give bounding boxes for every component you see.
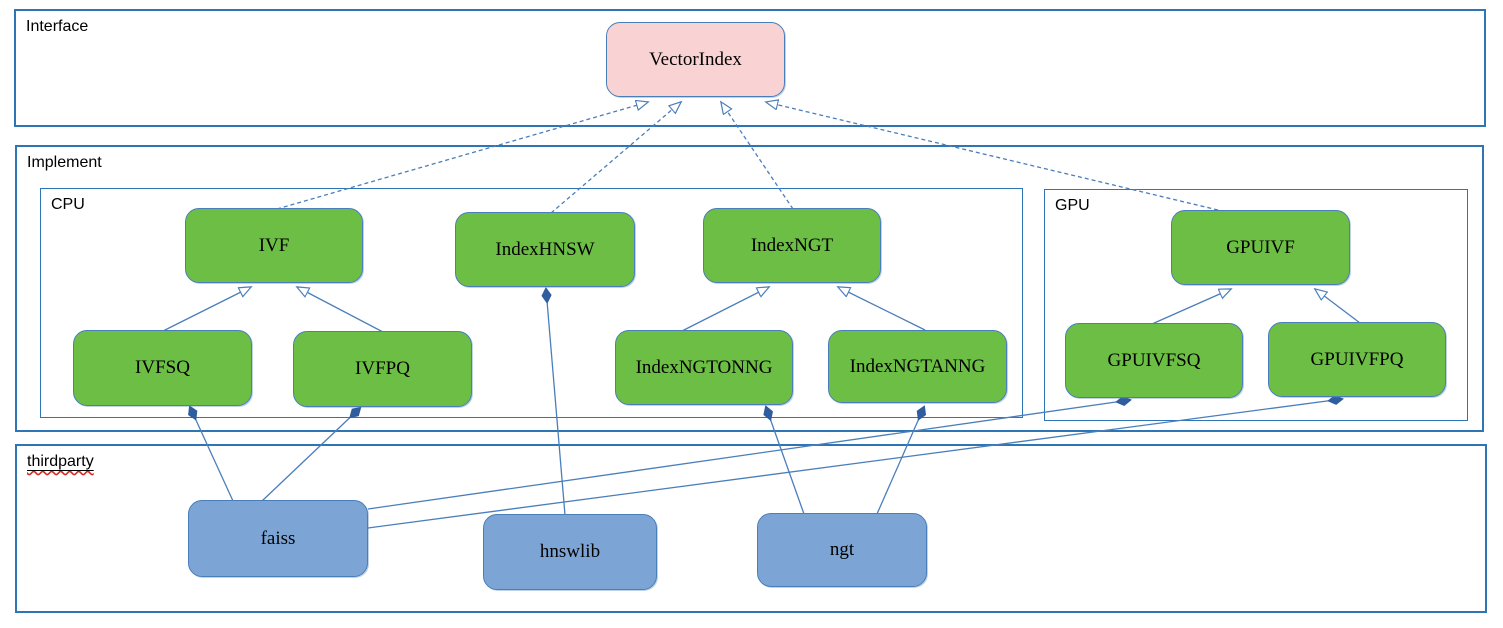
node-gpuivf: GPUIVF: [1171, 210, 1350, 285]
node-hnswlib: hnswlib: [483, 514, 657, 590]
node-faiss: faiss: [188, 500, 368, 577]
node-ivf-label: IVF: [258, 234, 290, 256]
node-indexngt-label: IndexNGT: [750, 234, 834, 256]
thirdparty-label: thirdparty: [27, 453, 94, 470]
node-ivf: IVF: [185, 208, 363, 283]
node-indexhnsw: IndexHNSW: [455, 212, 635, 287]
gpu-label: GPU: [1055, 197, 1090, 214]
node-gpuivfpq: GPUIVFPQ: [1268, 322, 1446, 397]
node-ivfsq: IVFSQ: [73, 330, 252, 406]
node-gpuivfsq: GPUIVFSQ: [1065, 323, 1243, 398]
interface-label: Interface: [26, 18, 89, 35]
node-faiss-label: faiss: [260, 527, 296, 549]
node-ivfsq-label: IVFSQ: [135, 357, 190, 378]
node-ivfpq: IVFPQ: [293, 331, 472, 407]
node-ngt: ngt: [757, 513, 927, 587]
node-indexngtonng: IndexNGTONNG: [615, 330, 793, 405]
node-gpuivf-label: GPUIVF: [1226, 236, 1295, 258]
node-indexngtanng-label: IndexNGTANNG: [849, 355, 986, 377]
node-hnswlib-label: hnswlib: [539, 541, 601, 562]
implement-label: Implement: [27, 154, 102, 171]
node-gpuivfpq-label: GPUIVFPQ: [1310, 348, 1404, 370]
node-vectorindex: VectorIndex: [606, 22, 785, 97]
node-indexngtanng: IndexNGTANNG: [828, 330, 1007, 403]
node-indexngtonng-label: IndexNGTONNG: [635, 356, 773, 378]
node-vectorindex-label: VectorIndex: [649, 48, 742, 70]
node-gpuivfsq-label: GPUIVFSQ: [1107, 349, 1201, 371]
node-indexngt: IndexNGT: [703, 208, 881, 283]
cpu-label: CPU: [51, 196, 85, 213]
node-ivfpq-label: IVFPQ: [355, 358, 410, 379]
node-indexhnsw-label: IndexHNSW: [495, 238, 595, 260]
node-ngt-label: ngt: [829, 539, 855, 560]
